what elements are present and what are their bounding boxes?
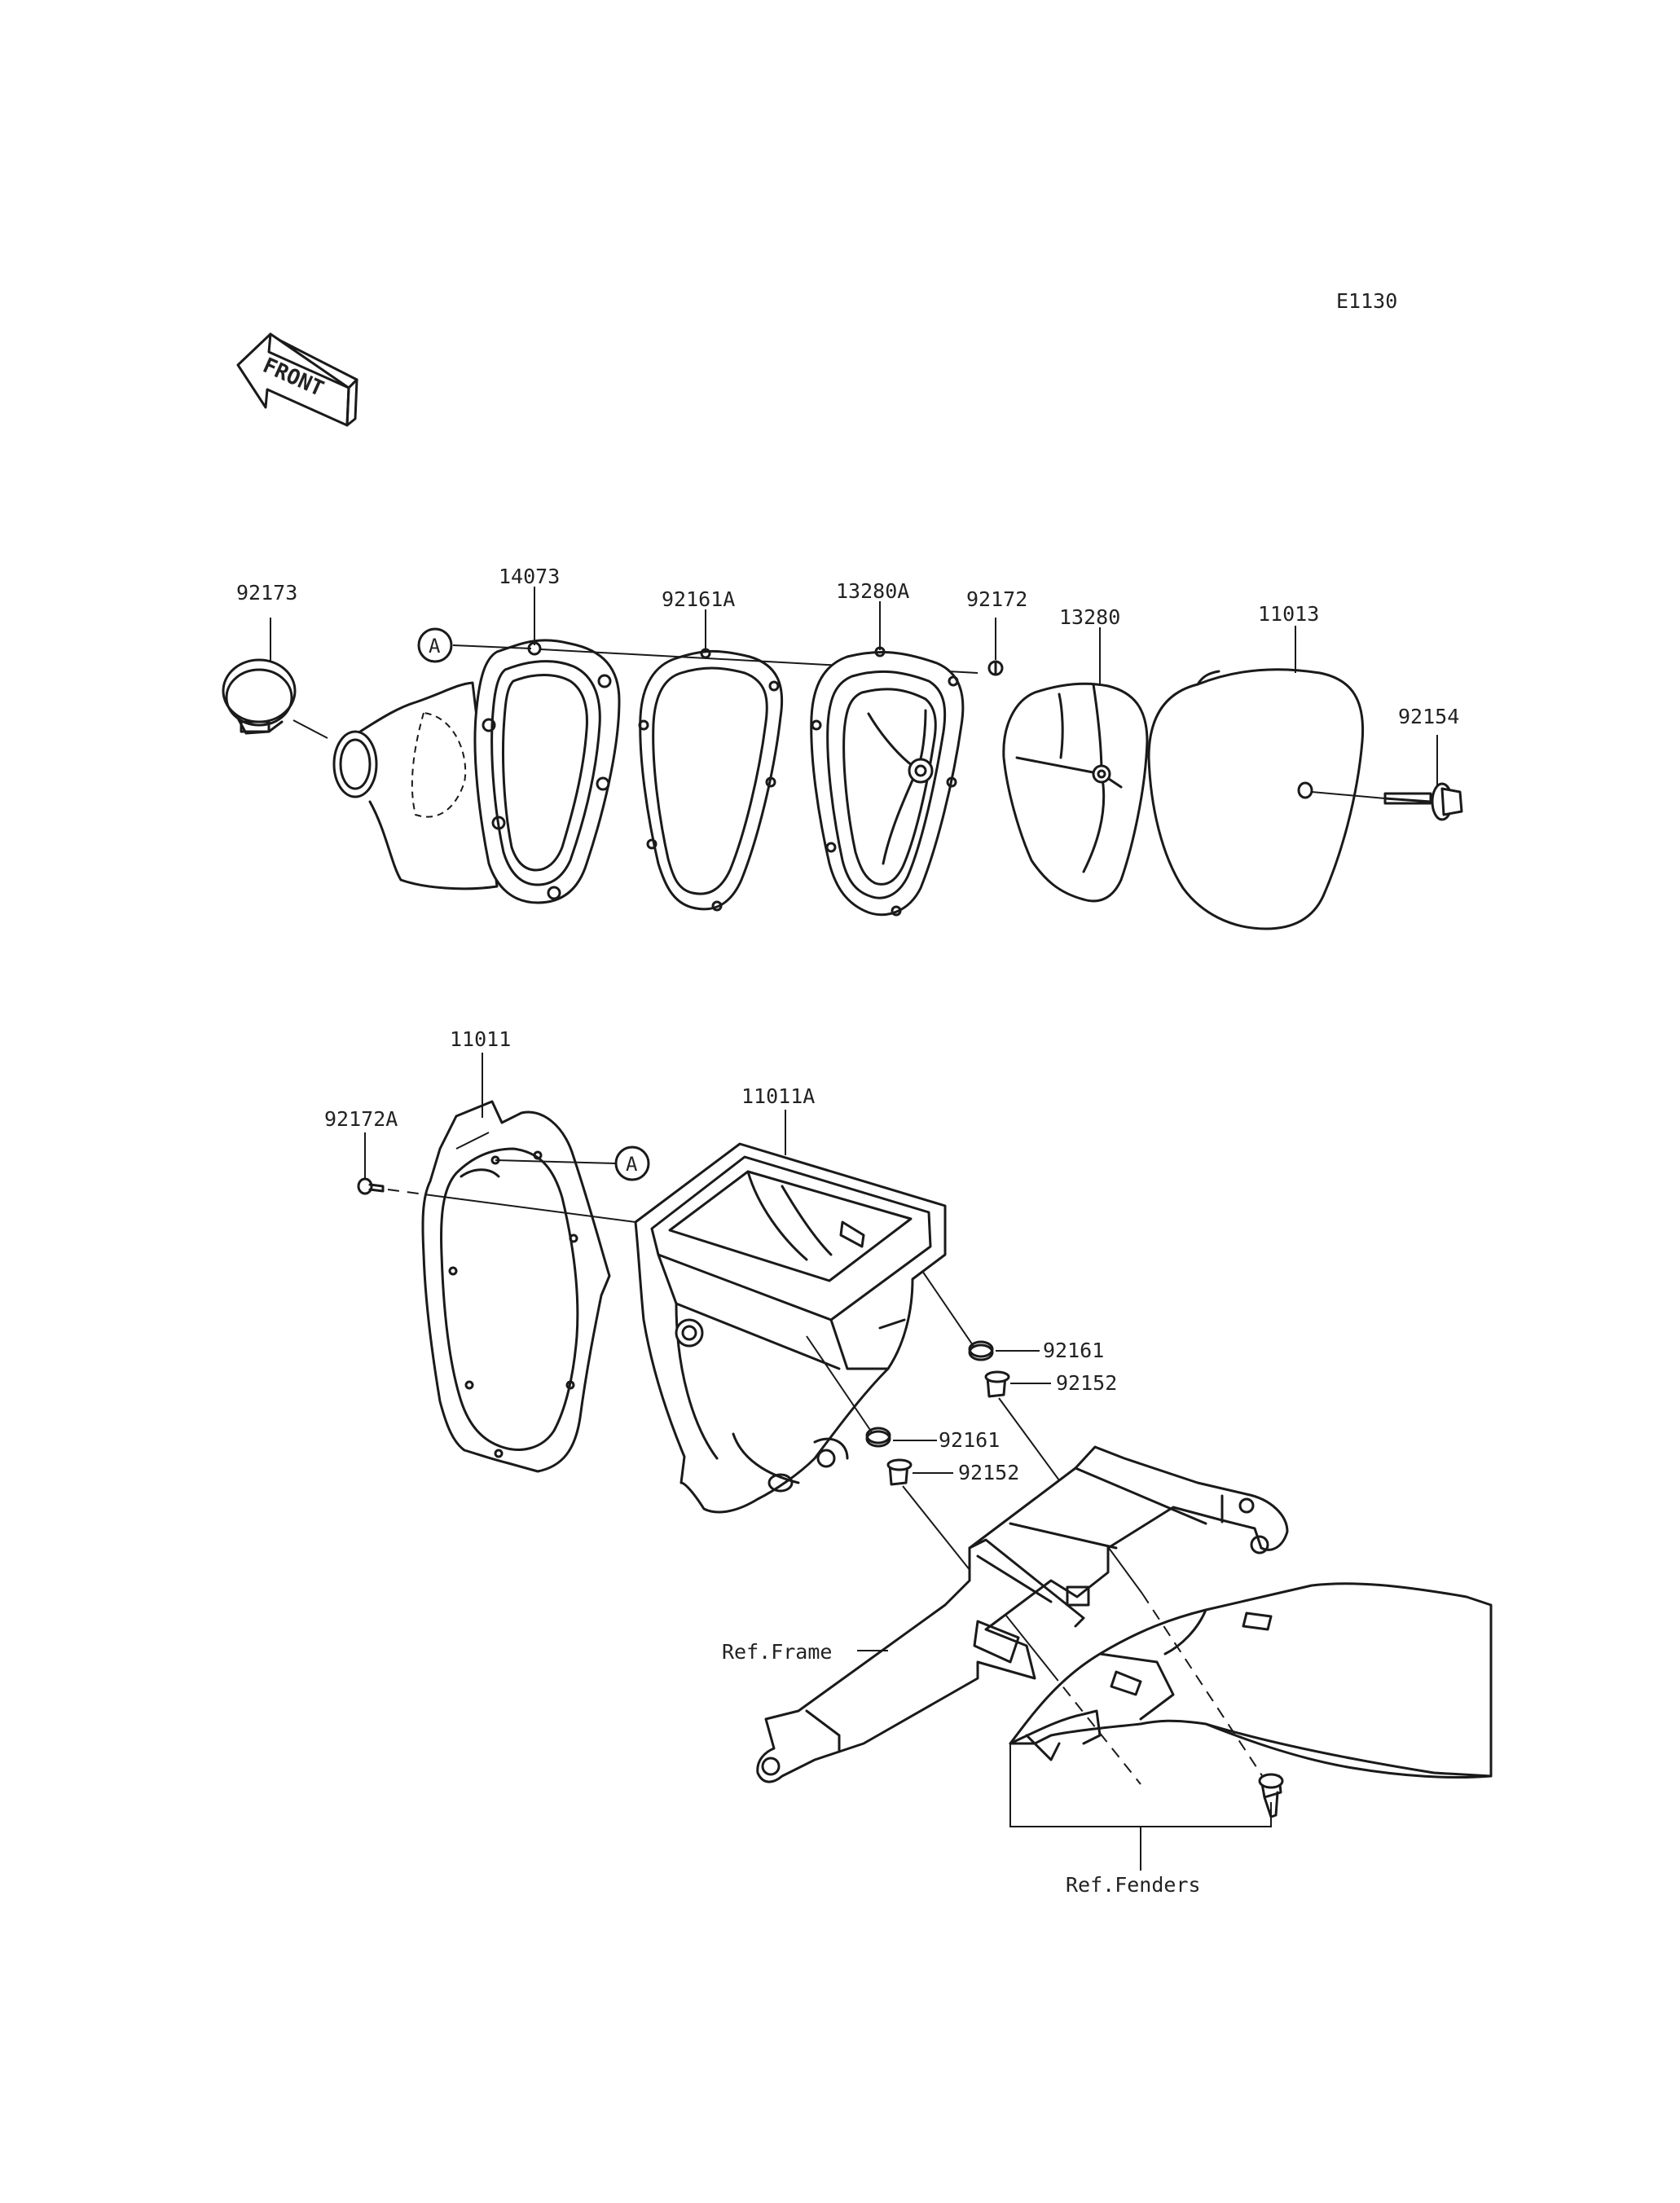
diagram-code: E1130	[1336, 289, 1397, 313]
callout-a-lower: A	[614, 1145, 650, 1181]
part-92152-upper-collar	[984, 1370, 1010, 1398]
part-92154-wing-bolt	[1383, 782, 1463, 821]
ref-frame-label: Ref.Frame	[722, 1640, 832, 1664]
part-92161A-gasket	[638, 648, 784, 912]
label-13280: 13280	[1059, 605, 1120, 629]
label-92172: 92172	[966, 587, 1027, 611]
ref-fenders-label: Ref.Fenders	[1066, 1873, 1201, 1897]
label-92161-upper: 92161	[1043, 1339, 1104, 1362]
ref-fenders-bracket	[1009, 1743, 1272, 1827]
label-92152-lower: 92152	[958, 1461, 1019, 1484]
ref-fenders-drawing	[1009, 1582, 1493, 1779]
label-11011A: 11011A	[741, 1084, 815, 1108]
part-92172-screw	[987, 660, 1004, 676]
part-92161-lower-grommet	[865, 1427, 891, 1448]
label-11013: 11013	[1258, 602, 1319, 626]
part-92172A-screw	[357, 1177, 385, 1195]
part-92161-upper-grommet	[968, 1340, 994, 1361]
label-92161A: 92161A	[662, 587, 735, 611]
part-11011-side-cover	[421, 1100, 611, 1473]
callout-a-top-letter: A	[429, 635, 441, 657]
ref-frame-drawing	[756, 1445, 1289, 1783]
part-92152-lower-collar	[886, 1458, 913, 1486]
label-92172A: 92172A	[324, 1107, 398, 1131]
label-92173: 92173	[236, 581, 297, 605]
callout-a-top: A	[417, 627, 453, 663]
part-11013-foam-filter	[1147, 668, 1365, 930]
part-14073-gasket	[473, 639, 621, 904]
label-92154: 92154	[1398, 705, 1459, 728]
label-92152-upper: 92152	[1056, 1371, 1117, 1395]
part-13280A-filter-cage	[810, 646, 965, 917]
label-13280A: 13280A	[836, 579, 909, 603]
front-arrow-icon: FRONT	[236, 332, 358, 427]
label-14073: 14073	[499, 565, 560, 588]
label-11011: 11011	[450, 1027, 511, 1051]
fender-bolt	[1258, 1773, 1284, 1818]
callout-a-lower-letter: A	[626, 1153, 638, 1176]
part-11011A-air-box	[634, 1142, 947, 1514]
part-92173-clamp	[222, 658, 297, 735]
intake-boot	[332, 681, 499, 890]
part-13280-filter-frame	[1002, 682, 1149, 903]
label-92161-lower: 92161	[939, 1428, 1000, 1452]
